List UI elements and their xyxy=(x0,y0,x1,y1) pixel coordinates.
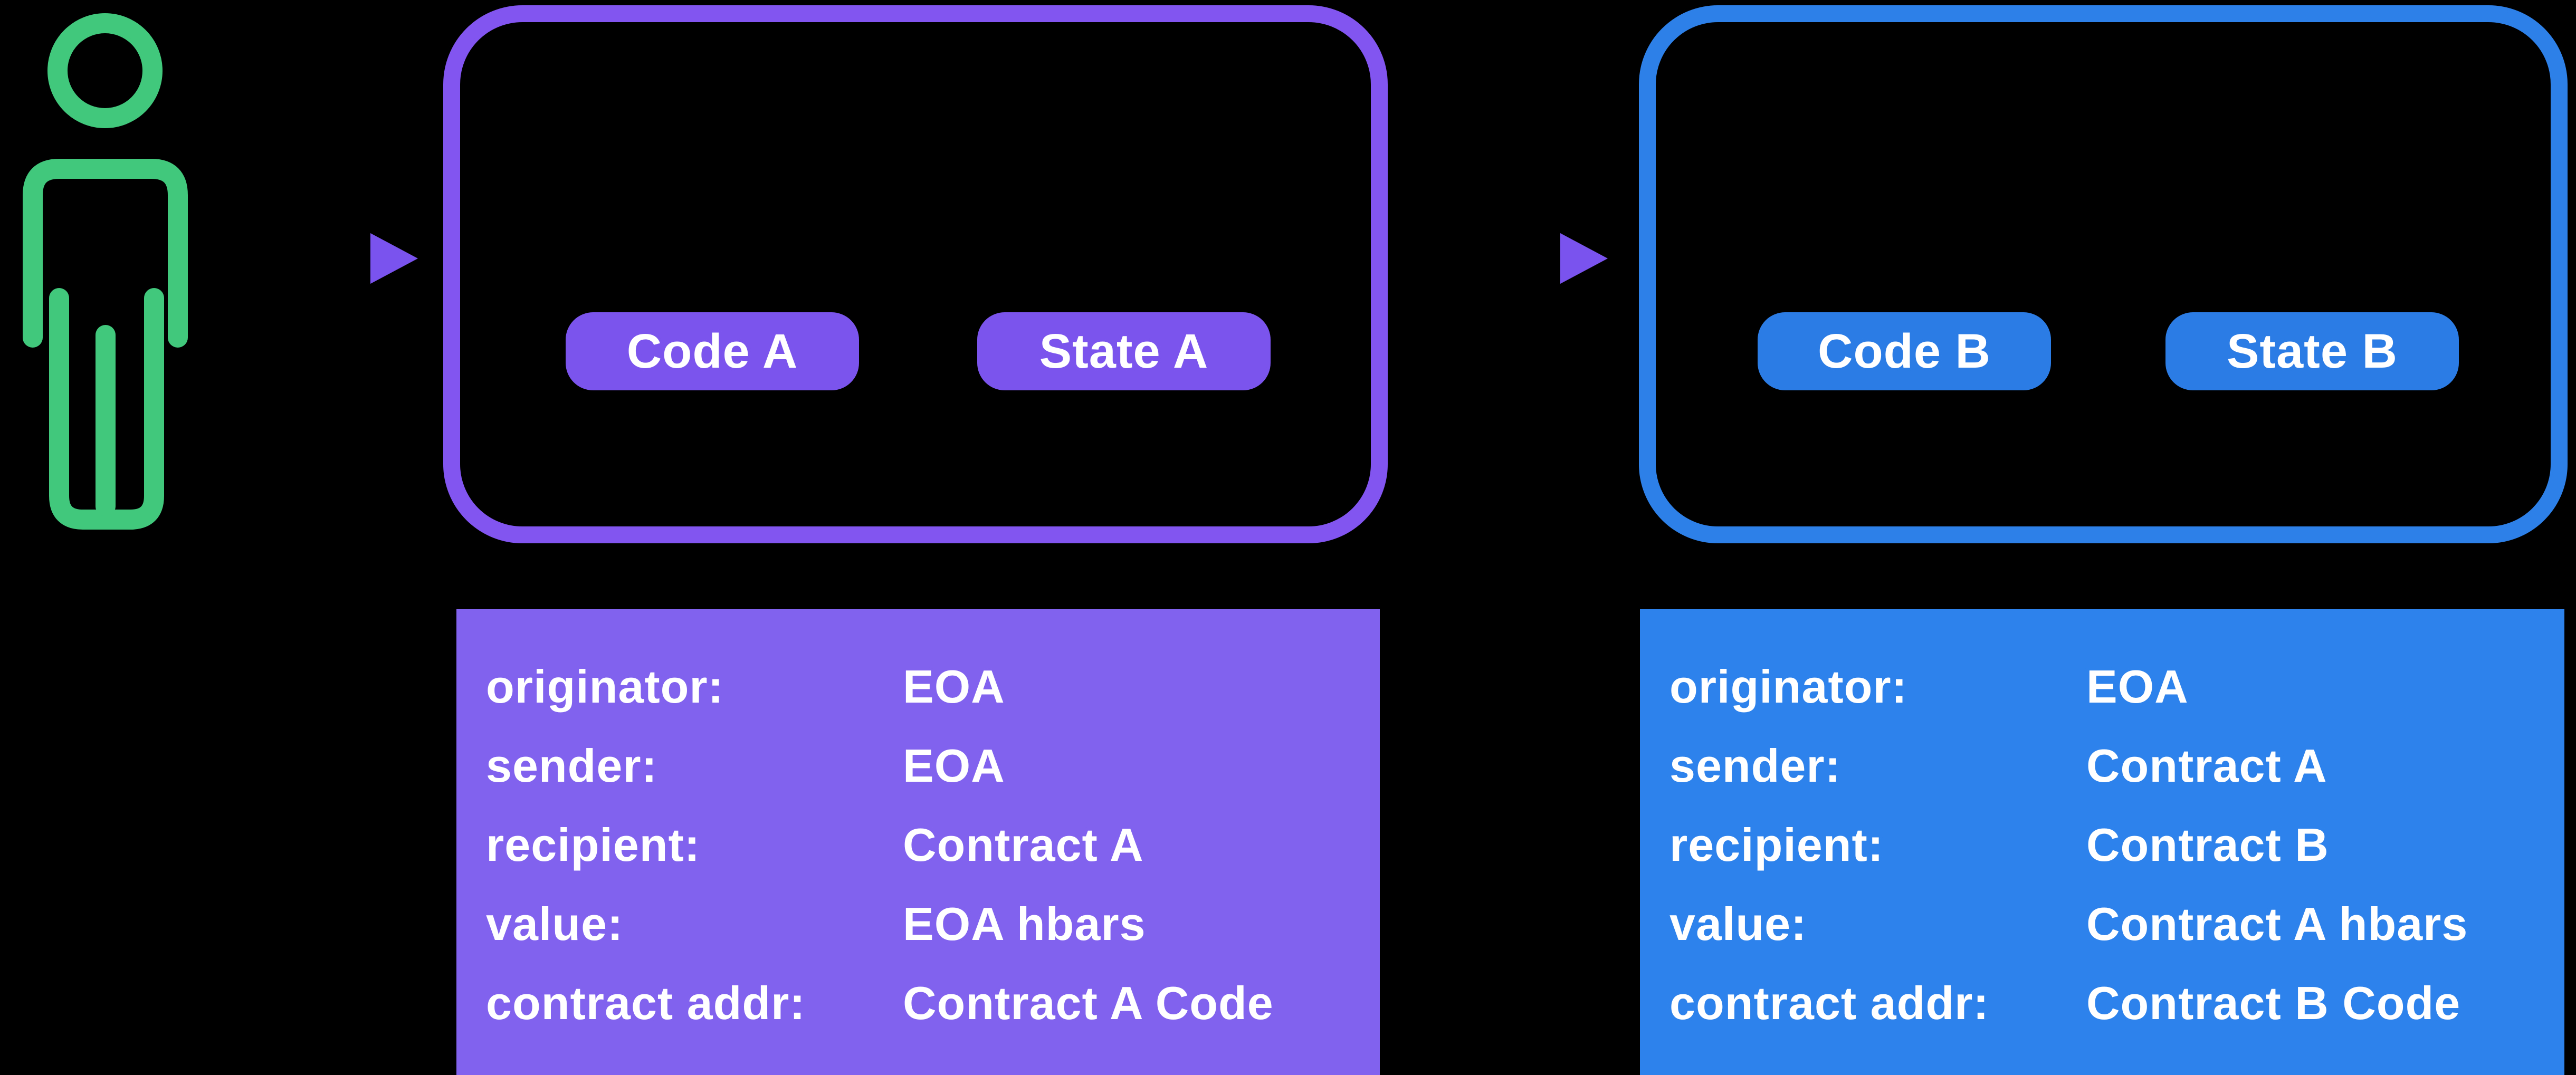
row-value: EOA xyxy=(903,660,1005,713)
table-row: sender: Contract A xyxy=(1640,726,2564,805)
table-row: recipient: Contract A xyxy=(456,805,1380,885)
state-a-pill: State A xyxy=(977,312,1271,390)
row-label: originator: xyxy=(1669,660,1907,713)
code-a-pill: Code A xyxy=(566,312,859,390)
row-value: EOA xyxy=(903,740,1005,792)
row-label: recipient: xyxy=(1669,819,1884,871)
table-row: contract addr: Contract B Code xyxy=(1640,964,2564,1043)
row-label: value: xyxy=(1669,898,1807,950)
row-label: sender: xyxy=(486,740,657,792)
row-value: EOA xyxy=(2086,660,2189,713)
state-b-pill: State B xyxy=(2165,312,2459,390)
contract-a-box xyxy=(443,5,1388,543)
table-row: value: EOA hbars xyxy=(456,885,1380,964)
row-value: Contract A xyxy=(2086,740,2327,792)
row-label: contract addr: xyxy=(1669,977,1989,1029)
row-label: originator: xyxy=(486,660,724,713)
row-label: recipient: xyxy=(486,819,701,871)
row-value: Contract B xyxy=(2086,819,2329,871)
row-label: contract addr: xyxy=(486,977,806,1029)
row-value: Contract A hbars xyxy=(2086,898,2468,950)
message-a-table: originator: EOA sender: EOA recipient: C… xyxy=(456,609,1380,1075)
row-label: value: xyxy=(486,898,624,950)
message-b-table: originator: EOA sender: Contract A recip… xyxy=(1640,609,2564,1075)
arrow-right-icon xyxy=(227,233,418,284)
code-b-pill: Code B xyxy=(1758,312,2051,390)
code-b-pill-label: Code B xyxy=(1818,324,1991,378)
table-row: sender: EOA xyxy=(456,726,1380,805)
row-value: Contract A xyxy=(903,819,1144,871)
table-row: originator: EOA xyxy=(456,647,1380,726)
person-icon xyxy=(23,13,188,530)
arrow-right-icon xyxy=(1417,233,1608,284)
state-b-pill-label: State B xyxy=(2227,324,2398,378)
state-a-pill-label: State A xyxy=(1039,324,1209,378)
row-label: sender: xyxy=(1669,740,1841,792)
table-row: originator: EOA xyxy=(1640,647,2564,726)
row-value: Contract B Code xyxy=(2086,977,2461,1029)
table-row: value: Contract A hbars xyxy=(1640,885,2564,964)
code-a-pill-label: Code A xyxy=(626,324,798,378)
row-value: Contract A Code xyxy=(903,977,1274,1029)
row-value: EOA hbars xyxy=(903,898,1146,950)
table-row: contract addr: Contract A Code xyxy=(456,964,1380,1043)
table-row: recipient: Contract B xyxy=(1640,805,2564,885)
contract-b-box xyxy=(1639,5,2568,543)
